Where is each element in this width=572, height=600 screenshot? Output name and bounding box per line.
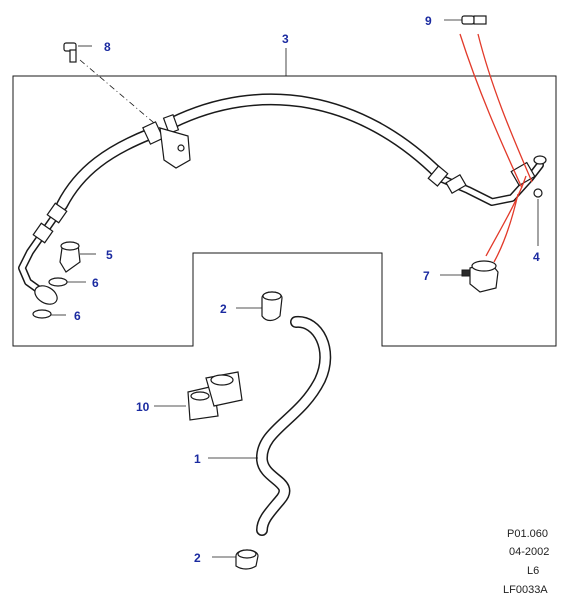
o-ring-4 — [533, 188, 543, 198]
clip-10 — [187, 371, 243, 421]
callout-4: 4 — [533, 250, 540, 264]
assembly-frame — [12, 75, 557, 347]
bolt-8-install-line — [79, 59, 161, 129]
fitting-5 — [59, 241, 81, 273]
valve-7 — [461, 260, 499, 293]
reference-engine: L6 — [527, 565, 539, 577]
install-guide-lines — [459, 33, 533, 263]
callout-9: 9 — [425, 14, 432, 28]
seal-6b — [32, 309, 52, 319]
callout-3: 3 — [282, 32, 289, 46]
callout-1: 1 — [194, 452, 201, 466]
callout-5: 5 — [106, 248, 113, 262]
callout-2-upper: 2 — [220, 302, 227, 316]
callout-7: 7 — [423, 269, 430, 283]
seal-6a — [48, 277, 68, 287]
pressure-hose-assembly — [18, 93, 547, 305]
callout-6-lower: 6 — [74, 309, 81, 323]
return-hose-1 — [256, 316, 332, 536]
callout-8: 8 — [104, 40, 111, 54]
reference-code: P01.060 — [507, 528, 548, 540]
callout-6-upper: 6 — [92, 276, 99, 290]
reference-figure: LF0033A — [503, 584, 548, 596]
bolt-9 — [461, 15, 487, 25]
callout-10: 10 — [136, 400, 150, 414]
clip-2-lower — [235, 549, 259, 570]
clip-2-upper — [261, 291, 283, 322]
callout-2-lower: 2 — [194, 551, 201, 565]
bolt-8 — [63, 42, 77, 63]
reference-date: 04-2002 — [509, 546, 549, 558]
